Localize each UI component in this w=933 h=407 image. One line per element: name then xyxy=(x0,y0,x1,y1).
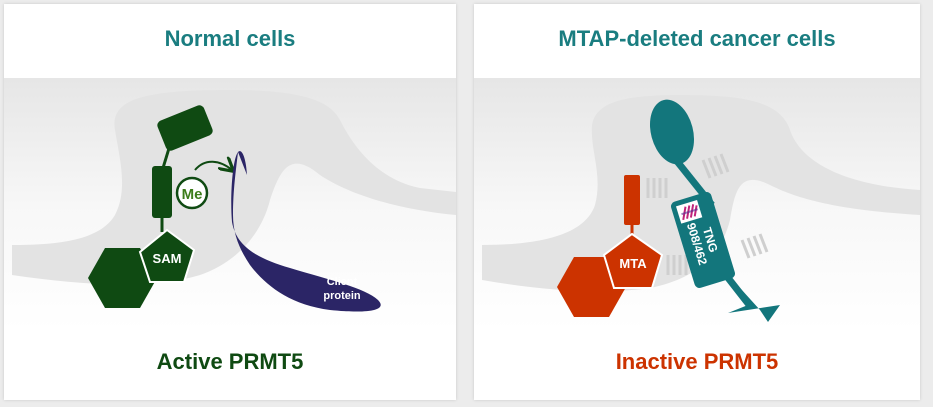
client-label-line2: protein xyxy=(323,290,361,302)
client-protein xyxy=(231,151,381,312)
inhibitor-tail xyxy=(722,268,780,322)
methyl-label: Me xyxy=(182,186,203,203)
sam-label: SAM xyxy=(153,251,182,266)
panel-title: Normal cells xyxy=(164,26,296,51)
prmt5-stem xyxy=(624,175,640,225)
prmt5-inactive xyxy=(557,175,664,317)
mta-label: MTA xyxy=(619,256,647,271)
tng-logo-icon xyxy=(676,199,703,224)
tng-inhibitor xyxy=(649,99,780,322)
panel-caption: Inactive PRMT5 xyxy=(615,349,779,374)
arrow-icon xyxy=(194,162,232,170)
hexagon-shape xyxy=(88,248,157,308)
prmt5-stem xyxy=(152,166,172,218)
methyl-circle xyxy=(175,176,209,210)
client-label-line1: Client xyxy=(327,276,358,288)
mta-pentagon xyxy=(602,232,664,289)
binding-stripes xyxy=(646,153,769,275)
prmt5-domain xyxy=(157,105,213,151)
panel-title: MTAP-deleted cancer cells xyxy=(558,26,836,51)
inhibitor-head xyxy=(649,99,695,165)
panel-caption: Active PRMT5 xyxy=(156,349,304,374)
prmt5-enzyme xyxy=(88,105,213,308)
sam-pentagon xyxy=(138,228,196,283)
